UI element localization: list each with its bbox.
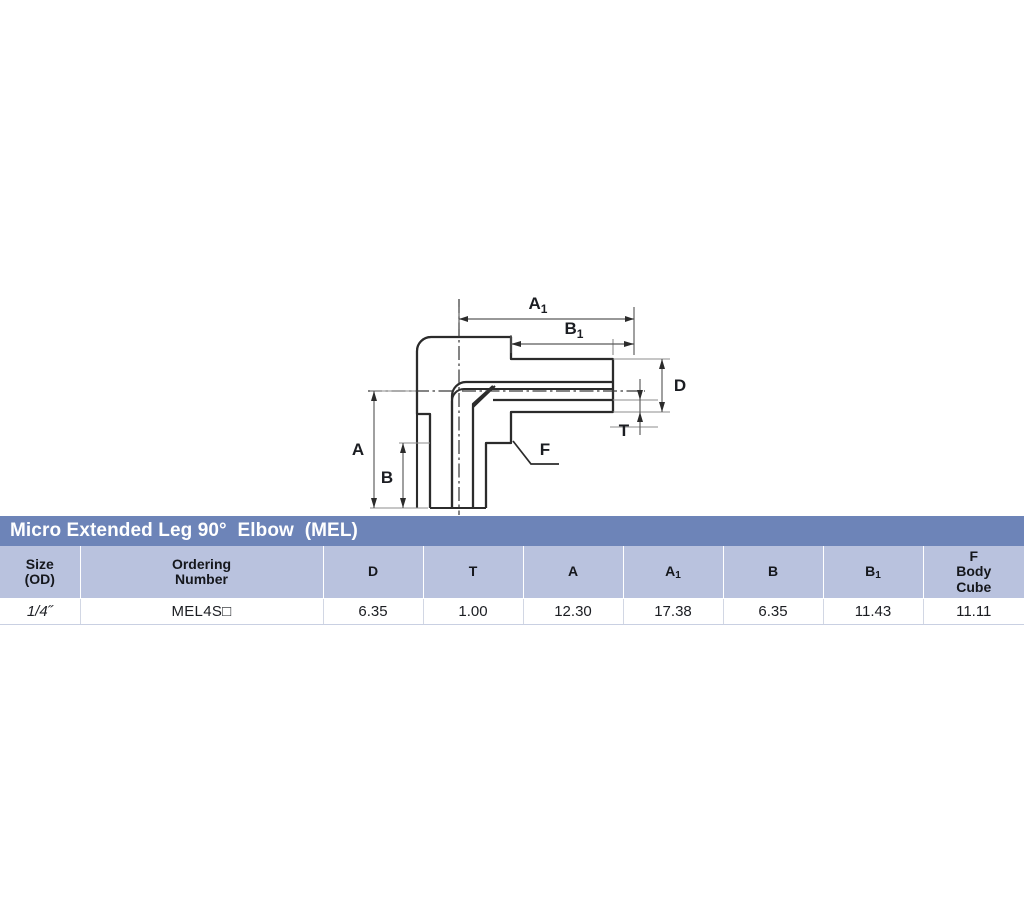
cell-b: 6.35: [723, 598, 824, 625]
cell-d: 6.35: [323, 598, 424, 625]
cell-ordering-number: MEL4S□: [80, 598, 324, 625]
dimension-label-a: A: [352, 440, 364, 459]
cell-a1: 17.38: [623, 598, 724, 625]
column-header-a: A: [523, 546, 624, 599]
dimension-label-f: F: [540, 440, 550, 459]
column-header-a1: A1: [623, 546, 724, 599]
cell-b1: 11.43: [823, 598, 924, 625]
dimension-a: A: [352, 391, 377, 508]
dimension-label-b1: B1: [565, 319, 584, 341]
cell-t: 1.00: [423, 598, 524, 625]
dimension-label-b: B: [381, 468, 393, 487]
dimension-b: B: [381, 443, 406, 508]
dimension-label-a1: A1: [529, 294, 548, 316]
column-header-ordering-number: Ordering Number: [80, 546, 324, 599]
elbow-cross-section-drawing: A1 B1 A B: [352, 294, 686, 515]
column-header-b: B: [723, 546, 824, 599]
column-header-size: Size (OD): [0, 546, 81, 599]
technical-drawing-panel: A1 B1 A B: [352, 294, 686, 515]
column-header-f-body-cube: F Body Cube: [923, 546, 1024, 599]
column-header-b1: B1: [823, 546, 924, 599]
dimension-t: T: [619, 379, 643, 440]
dimensions-table: Size (OD) Ordering Number D T A A1: [0, 546, 1024, 625]
table-row: 1/4˝ MEL4S□ 6.35 1.00 12.30 17.38 6.35 1…: [0, 598, 1024, 625]
cell-size: 1/4˝: [0, 598, 81, 625]
cell-f-body-cube: 11.11: [923, 598, 1024, 625]
ordering-number-text: MEL4S: [171, 603, 223, 620]
ordering-suffix-box-icon: □: [222, 603, 232, 620]
dimension-a1: A1: [458, 294, 635, 355]
dimension-d: D: [659, 359, 686, 412]
dimension-label-d: D: [674, 376, 686, 395]
dimension-b1: B1: [510, 319, 634, 353]
dimension-label-t: T: [619, 421, 630, 440]
table-header-row: Size (OD) Ordering Number D T A A1: [0, 546, 1024, 599]
table-title: Micro Extended Leg 90° Elbow (MEL): [0, 516, 1024, 546]
cell-a: 12.30: [523, 598, 624, 625]
dimension-f: F: [512, 440, 559, 465]
column-header-t: T: [423, 546, 524, 599]
column-header-d: D: [323, 546, 424, 599]
specification-table: Micro Extended Leg 90° Elbow (MEL) Size …: [0, 516, 1024, 625]
